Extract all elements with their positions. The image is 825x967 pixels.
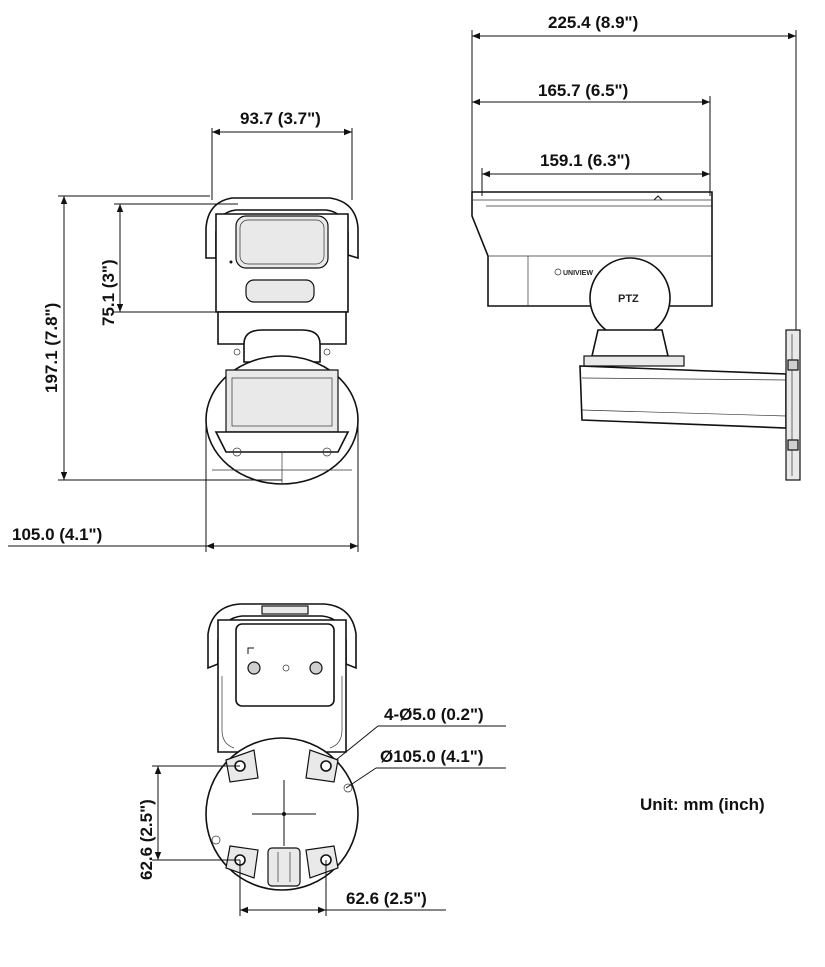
total-length-label: 225.4 (8.9"): [548, 13, 638, 32]
side-logo-text: UNIVIEW: [563, 270, 593, 277]
mount-holes-label: 4-Ø5.0 (0.2"): [384, 705, 484, 724]
window-height-label: 75.1 (3"): [99, 259, 118, 326]
bottom-view: [205, 603, 359, 891]
hole-spacing-vertical-label: 62.6 (2.5"): [137, 799, 156, 880]
hole-spacing-horizontal-label: 62.6 (2.5"): [346, 889, 427, 908]
front-view: [205, 197, 359, 485]
front-dimension-lines: [8, 128, 359, 552]
unit-label: Unit: mm (inch): [640, 795, 765, 814]
side-view: UNIVIEW PTZ: [471, 191, 801, 481]
bottom-dimension-lines: [152, 725, 506, 916]
housing-top-length-label: 159.1 (6.3"): [540, 151, 630, 170]
total-height-label: 197.1 (7.8"): [42, 303, 61, 393]
side-dimension-lines: [471, 30, 797, 330]
front-width-label: 93.7 (3.7"): [240, 109, 321, 128]
ptz-badge: PTZ: [618, 293, 639, 305]
housing-length-label: 165.7 (6.5"): [538, 81, 628, 100]
base-diameter-label: Ø105.0 (4.1"): [380, 747, 484, 766]
base-width-label: 105.0 (4.1"): [12, 525, 102, 544]
